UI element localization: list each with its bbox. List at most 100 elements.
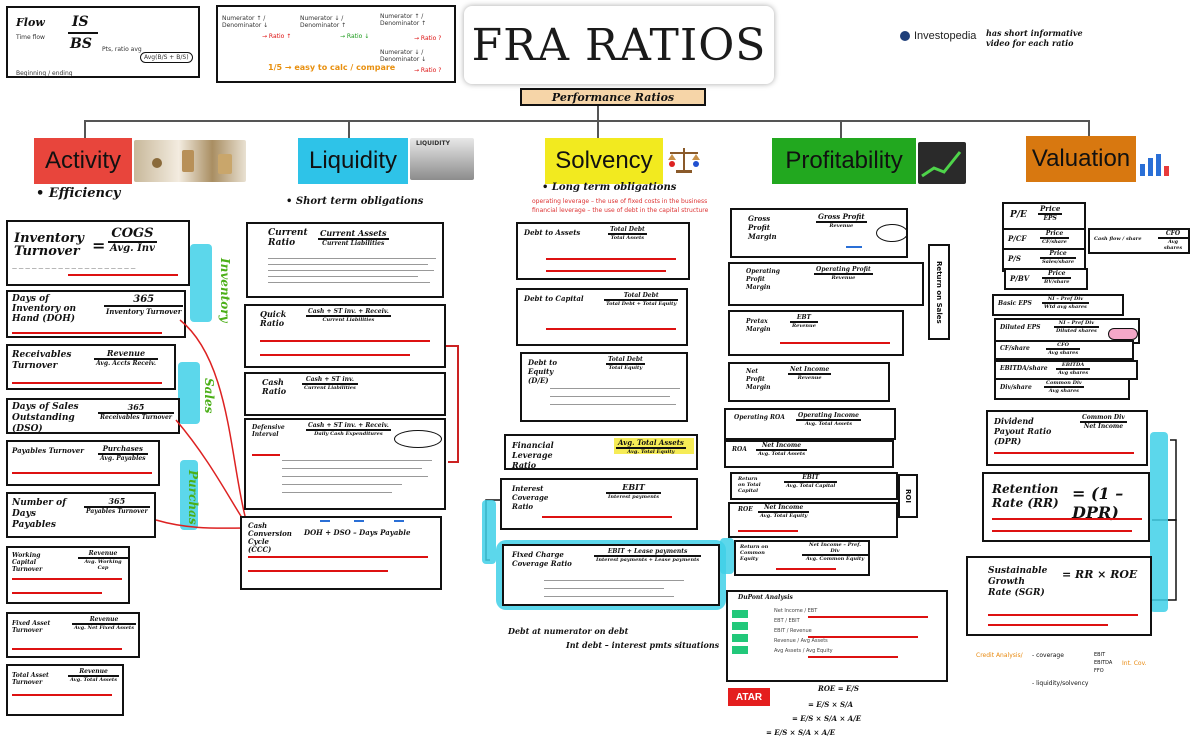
ratio-net-margin: Net Profit Margin Net Income Revenue bbox=[728, 362, 890, 402]
circled-note bbox=[394, 430, 442, 448]
ratio-num: Common Div bbox=[1080, 414, 1127, 423]
ratio-num: EBIT + Lease payments bbox=[594, 548, 702, 557]
arrow-legend-footer: 1/5 → easy to calc / compare bbox=[268, 63, 396, 72]
legend-left-label: Flow bbox=[16, 16, 45, 29]
ratio-label: Gross Profit Margin bbox=[748, 214, 777, 241]
ratio-days-payables: Number of Days Payables 365 Payables Tur… bbox=[6, 492, 156, 538]
arrow-legend-item-2: Numerator ↓ / Denominator ↑ bbox=[300, 15, 347, 29]
dupont-color-marker bbox=[732, 622, 748, 630]
ratio-fraction: Common Div Net Income bbox=[1080, 414, 1127, 430]
blue-marker bbox=[846, 246, 862, 248]
ratio-den: Net Income bbox=[1083, 423, 1124, 430]
dupont-row-5: Avg Assets / Avg Equity bbox=[774, 648, 833, 654]
ratio-num: NI – Pref Div bbox=[1054, 320, 1099, 328]
ratio-label: Pretax Margin bbox=[746, 318, 771, 333]
ratio-financial-leverage: Financial Leverage Ratio Avg. Total Asse… bbox=[504, 434, 698, 470]
ratio-label: Return on Total Capital bbox=[738, 476, 761, 494]
ratio-den: Revenue bbox=[797, 375, 822, 381]
ratio-num: Price bbox=[1040, 250, 1077, 259]
ratio-label: Debt to Capital bbox=[524, 294, 584, 303]
text-line bbox=[268, 264, 428, 265]
ratio-label: Debt to Assets bbox=[524, 228, 581, 237]
dupont-color-marker bbox=[732, 646, 748, 654]
red-underline bbox=[546, 258, 676, 260]
ratio-den: Avg. Total Equity bbox=[627, 449, 675, 455]
ratio-label: P/CF bbox=[1008, 234, 1027, 243]
ratio-quick: Quick Ratio Cash + ST inv. + Receiv. Cur… bbox=[244, 304, 446, 368]
red-underline bbox=[988, 614, 1138, 616]
ratio-fraction: CFO Avg shares bbox=[1046, 342, 1081, 356]
ratio-fraction: EBIT Interest payments bbox=[606, 482, 662, 500]
arrow-legend-item-3: Numerator ↑ / Denominator ↑ bbox=[380, 13, 427, 27]
investopedia-note: has short informative video for each rat… bbox=[986, 28, 1083, 48]
investopedia-brand: Investopedia bbox=[914, 30, 977, 42]
ratio-num: Price bbox=[1042, 270, 1072, 279]
ratio-dso: Days of Sales Outstanding (DSO) 365 Rece… bbox=[6, 398, 180, 434]
ratio-den: Avg. Payables bbox=[100, 455, 146, 462]
ratio-days-inventory: Days of Inventory on Hand (DOH) 365 Inve… bbox=[6, 290, 186, 338]
ratio-label: ROE bbox=[738, 506, 753, 513]
arrow-legend-result-2: → Ratio ↓ bbox=[340, 33, 370, 40]
ratio-fraction: Price CF/share bbox=[1040, 230, 1069, 245]
credit-right-2: EBITDA bbox=[1094, 660, 1113, 666]
dupont-row-1: Net Income / EBT bbox=[774, 608, 818, 614]
ratio-pretax-margin: Pretax Margin EBT Revenue bbox=[728, 310, 904, 356]
ratio-num: COGS bbox=[108, 226, 157, 243]
ratio-label: Number of Days Payables bbox=[12, 498, 67, 530]
ratio-den: Payables Turnover bbox=[86, 508, 148, 515]
ratio-fraction: Price BV/share bbox=[1042, 270, 1072, 285]
investopedia-badge[interactable]: Investopedia bbox=[900, 30, 976, 42]
text-line bbox=[544, 588, 664, 589]
dupont-row-4: Revenue / Avg Assets bbox=[774, 638, 828, 644]
text-line bbox=[268, 282, 430, 283]
ratio-ccc: Cash Conversion Cycle (CCC) DOH + DSO – … bbox=[240, 516, 442, 590]
text-line bbox=[550, 396, 670, 397]
ratio-den: Revenue bbox=[792, 323, 816, 329]
ratio-num: Current Assets bbox=[318, 228, 389, 240]
ratio-label: P/E bbox=[1010, 210, 1027, 220]
page-title: FRA RATIOS bbox=[471, 19, 767, 71]
red-underline bbox=[542, 516, 672, 518]
red-underline bbox=[808, 616, 928, 618]
text-line bbox=[550, 388, 680, 389]
ratio-label: Payables Turnover bbox=[12, 446, 84, 455]
text-line bbox=[268, 276, 418, 277]
ratio-diluted-eps: Diluted EPS NI – Pref Div Diluted shares bbox=[994, 318, 1140, 344]
red-underline bbox=[12, 648, 122, 650]
text-line bbox=[268, 270, 434, 271]
ratio-fraction: Gross Profit Revenue bbox=[816, 212, 867, 229]
scale-icon bbox=[666, 146, 702, 176]
credit-right-1: EBIT bbox=[1094, 652, 1106, 658]
ratio-fraction: Operating Profit Revenue bbox=[814, 266, 873, 281]
ratio-label: Quick Ratio bbox=[260, 309, 287, 328]
ratio-formula: = (1 – DPR) bbox=[1072, 484, 1124, 522]
solvency-subtitle: • Long term obligations bbox=[542, 182, 677, 193]
arrow-legend-item-1: Numerator ↑ / Denominator ↓ bbox=[222, 15, 269, 29]
ratio-num: EBIT bbox=[784, 474, 838, 483]
ratio-label: Current Ratio bbox=[268, 228, 308, 248]
category-liquidity: Liquidity bbox=[298, 138, 408, 184]
ratio-label: Return on Common Equity bbox=[740, 544, 769, 562]
pink-highlight bbox=[1108, 328, 1138, 340]
ratio-num: Total Debt bbox=[606, 356, 645, 365]
dupont-title: DuPont Analysis bbox=[738, 594, 793, 601]
ratio-num: Cash + ST inv. + Receiv. bbox=[306, 422, 391, 431]
ratio-num: Operating Income bbox=[796, 412, 861, 421]
ratio-den: CF/share bbox=[1042, 239, 1067, 245]
solvency-footer-1: Debt at numerator on debt bbox=[508, 626, 629, 636]
text-line bbox=[282, 476, 428, 477]
ratio-den: Current Liabilities bbox=[322, 317, 375, 323]
tree-drop-activity bbox=[84, 120, 86, 138]
ratio-fraction: EBIT + Lease payments Interest payments … bbox=[594, 548, 702, 563]
ratio-label: Cash Ratio bbox=[262, 377, 287, 396]
red-underline bbox=[780, 342, 890, 344]
ratio-label: Defensive Interval bbox=[252, 424, 285, 438]
ratio-return-total-capital: Return on Total Capital EBIT Avg. Total … bbox=[730, 472, 898, 500]
credit-right-label: Int. Cov. bbox=[1122, 660, 1147, 667]
red-underline bbox=[68, 274, 178, 276]
tree-drop-liquidity bbox=[348, 120, 350, 138]
ratio-fraction: Net Income Avg. Total Equity bbox=[758, 504, 810, 519]
ratio-num: Gross Profit bbox=[816, 212, 867, 223]
ratio-operating-roa: Operating ROA Operating Income Avg. Tota… bbox=[724, 408, 896, 440]
category-liquidity-label: Liquidity bbox=[308, 147, 398, 174]
